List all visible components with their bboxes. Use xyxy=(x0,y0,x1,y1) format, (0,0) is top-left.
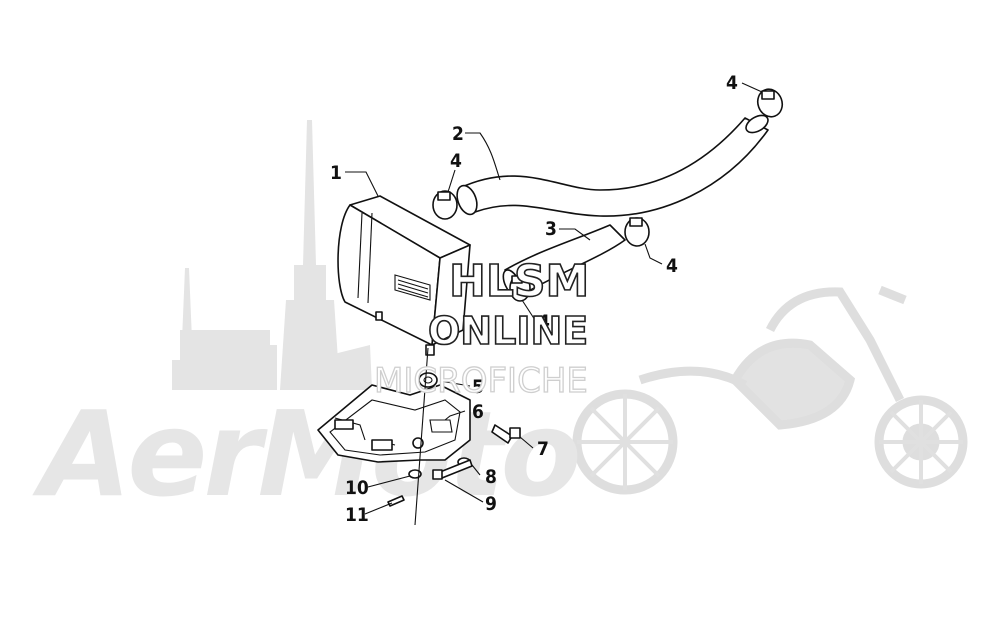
callout-4-left: 4 xyxy=(450,150,462,172)
callout-7: 7 xyxy=(537,438,549,460)
callout-leaders xyxy=(345,82,763,515)
fasteners xyxy=(387,347,521,526)
callout-4-top: 4 xyxy=(726,72,738,94)
callout-6: 6 xyxy=(472,401,484,423)
callout-5: 5 xyxy=(472,376,484,398)
brand-watermark-text: AerMoto xyxy=(32,385,578,523)
callout-labels: 1 2 3 4 4 4 4 5 6 7 8 9 10 11 xyxy=(330,72,738,526)
heat-shield-bracket xyxy=(317,384,471,463)
hose-clamps xyxy=(432,88,784,302)
grommet xyxy=(418,372,438,388)
background-watermark: AerMoto xyxy=(32,120,968,523)
callout-2: 2 xyxy=(452,123,464,145)
cathedral-watermark-icon xyxy=(172,120,372,390)
callout-4-center: 4 xyxy=(538,311,550,333)
callout-1: 1 xyxy=(330,162,342,184)
callout-3: 3 xyxy=(545,218,557,240)
watermark-microfiche: MICROFICHE xyxy=(374,361,588,401)
callout-9: 9 xyxy=(485,493,497,515)
watermark-hlsm: HLSM xyxy=(449,256,589,307)
muffler xyxy=(337,195,471,356)
callout-8: 8 xyxy=(485,466,497,488)
exhaust-pipe xyxy=(456,114,769,217)
callout-11: 11 xyxy=(345,504,369,526)
callout-10: 10 xyxy=(345,477,369,499)
watermark-online: ONLINE xyxy=(428,309,588,353)
callout-4-right: 4 xyxy=(666,255,678,277)
hlsm-watermark: HLSM ONLINE MICROFICHE xyxy=(373,255,590,401)
